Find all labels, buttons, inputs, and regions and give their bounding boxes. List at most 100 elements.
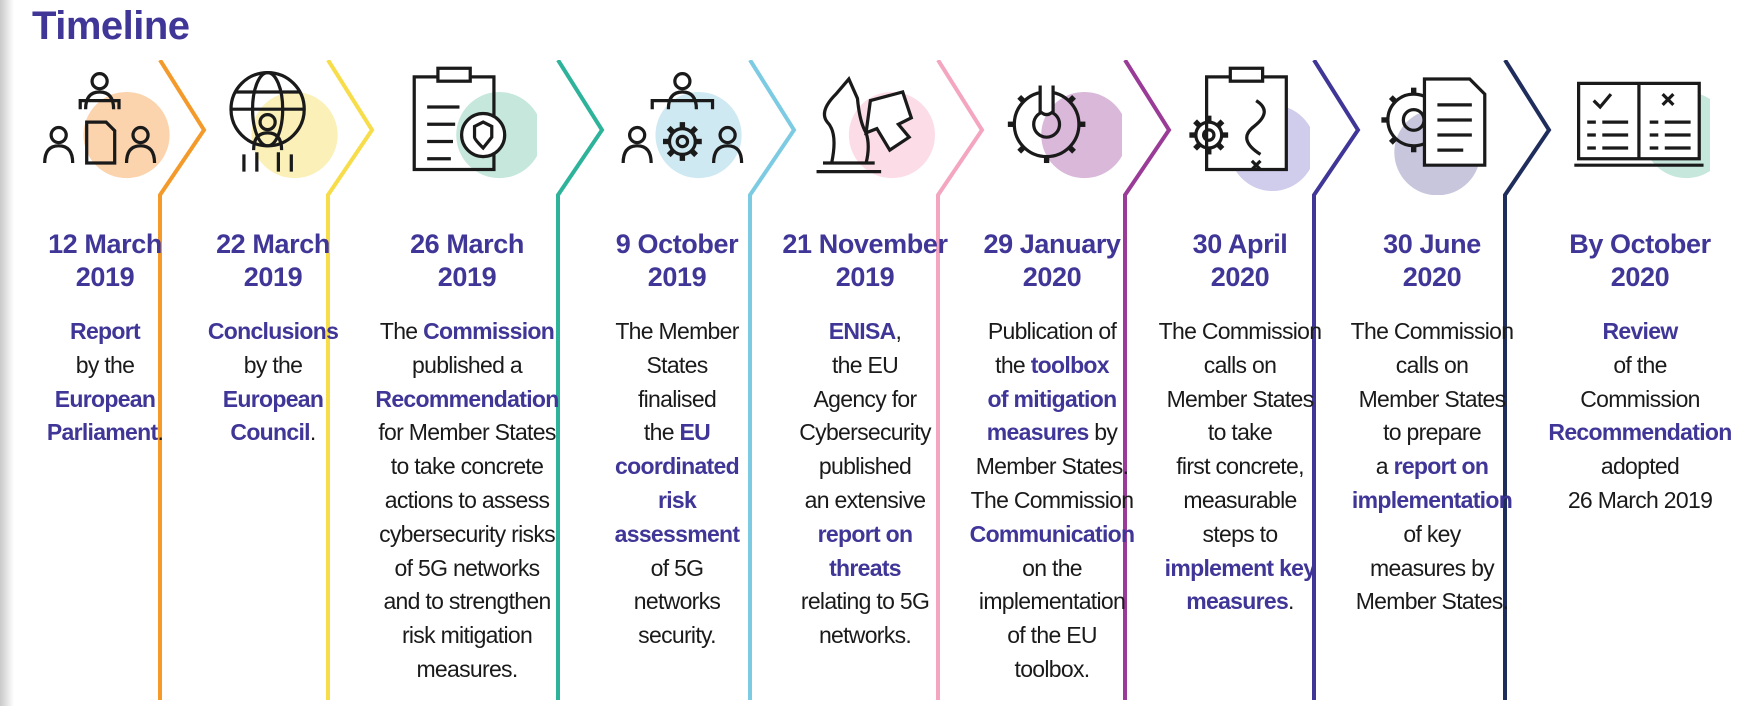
body-text: Cybersecurity [799,419,931,446]
body-text: States [646,351,708,378]
highlighted-text: Conclusions [207,318,339,344]
step-date-line: 22 March [216,229,330,259]
description-line: The Commission [962,484,1142,518]
highlighted-text: EU [679,419,711,446]
description-line: Member States. [962,450,1142,484]
description-line: Member States [1150,383,1330,417]
body-text: finalised [637,385,717,412]
body-text: security. [638,622,716,649]
clipboard-shield-icon [358,60,576,195]
body-text: Publication of [987,318,1117,344]
body-text: . [157,419,164,446]
description-line: of 5G [588,552,766,586]
description-line: calls on [1150,349,1330,383]
description-line: of the [1530,349,1750,383]
step-date-line: 2019 [75,262,135,292]
description-line: Member States. [1340,585,1524,619]
body-text: Commission [1580,385,1700,412]
body-text: Member States. [1355,588,1509,615]
body-text: of 5G networks [394,554,541,581]
description-line: Recommendation [358,383,576,417]
description-line: of mitigation [962,383,1142,417]
left-edge-shadow [0,0,14,706]
highlighted-text: report on [1393,453,1489,480]
highlighted-text: Review [1602,318,1678,344]
body-text: of the EU [1007,622,1097,649]
description-line: Report [30,315,180,349]
timeline-separators [158,60,1552,700]
body-text: toolbox. [1014,655,1091,682]
description-line: by the [198,349,348,383]
highlighted-text: ENISA [828,318,896,344]
separator-chevron [326,60,375,700]
description-line: published a [358,349,576,383]
description-line: by the [30,349,180,383]
highlighted-text: measures [986,419,1090,446]
highlighted-text: Report [70,318,141,344]
highlighted-text: of mitigation [987,385,1118,412]
step-date-line: 2020 [1022,262,1082,292]
step-date-line: 9 October [615,229,739,259]
description-line: to take concrete [358,450,576,484]
description-line: steps to [1150,518,1330,552]
body-text: of key [1403,520,1461,547]
highlighted-text: European [222,385,324,412]
highlighted-text: Communication [969,520,1135,547]
description-line: measures by [962,416,1142,450]
body-text: networks [633,588,721,615]
body-text: relating to 5G [800,588,930,615]
body-text: on the [1022,554,1082,581]
step-date-line: 2020 [1610,262,1670,292]
step-date-line: 2019 [437,262,497,292]
separator-chevron [1312,60,1361,700]
description-line: of key [1340,518,1524,552]
description-line: European [30,383,180,417]
clipboard-plan-icon [1150,60,1330,195]
step-date-line: 2020 [1402,262,1462,292]
body-text: by the [75,351,135,378]
globe-people-icon [198,60,348,195]
description-line: 26 March 2019 [1530,484,1750,518]
highlighted-text: report on [817,520,913,547]
body-text: of the [1613,351,1667,378]
body-text: Agency for [813,385,918,412]
description-line: Council. [198,416,348,450]
body-text: , [895,318,902,344]
description-line: Agency for [775,383,955,417]
description-line: networks. [775,619,955,653]
highlighted-text: Council [230,419,310,446]
body-text: to take [1207,419,1273,446]
description-line: European [198,383,348,417]
separator-chevron [1123,60,1172,700]
body-text: risk mitigation [401,622,533,649]
gear-document-icon [1340,60,1524,195]
description-line: to take [1150,416,1330,450]
step-date-line: 30 June [1383,229,1481,259]
body-text: and to strengthen [383,588,551,615]
description-line: The Commission [1340,315,1524,349]
body-text: the [643,419,680,446]
step-date-line: 30 April [1192,229,1288,259]
step-date-line: 21 November [782,229,948,259]
description-line: to prepare [1340,416,1524,450]
description-line: measures. [358,653,576,687]
body-text: . [1288,588,1294,615]
separator-chevron [1503,60,1552,700]
body-text: actions to assess [384,486,550,513]
description-line: measurable [1150,484,1330,518]
description-line: threats [775,552,955,586]
description-line: assessment [588,518,766,552]
description-line: implementation [1340,484,1524,518]
description-line: Publication of [962,315,1142,349]
description-line: ENISA, [775,315,955,349]
body-text: Member States [1358,385,1507,412]
step-date-line: 12 March [48,229,162,259]
people-document-icon [30,60,180,195]
separator-chevron [158,60,207,700]
body-text: measurable [1183,486,1297,513]
